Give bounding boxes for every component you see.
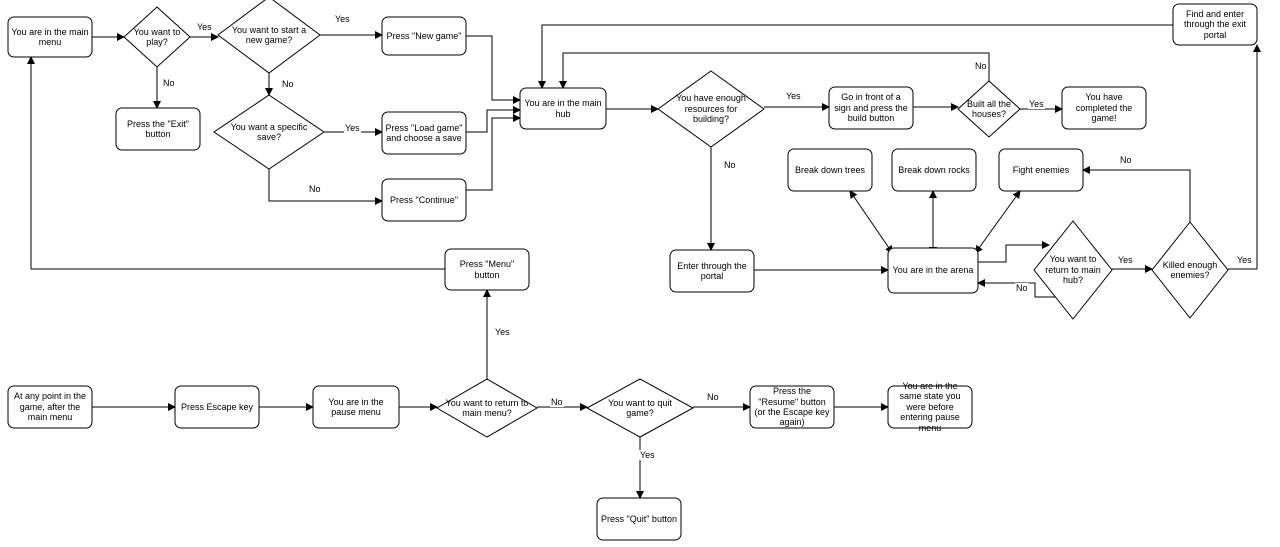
edge-label-menu-yes: Yes bbox=[494, 327, 511, 337]
edge-killed-yes-to-exit-portal bbox=[1228, 44, 1261, 270]
edge-label-res-no: No bbox=[723, 160, 737, 170]
edge-continue-to-hub bbox=[466, 114, 521, 191]
process-box-main-menu bbox=[7, 16, 93, 58]
process-box-press-resume bbox=[749, 385, 835, 429]
process-box-build-sign bbox=[828, 86, 914, 130]
node-label-any-point: At any point in the game, after the main… bbox=[13, 391, 87, 423]
process-box-press-continue bbox=[381, 178, 467, 222]
edge-arena-to-return-hub bbox=[978, 241, 1050, 263]
node-label-completed: You have completed the game! bbox=[1075, 92, 1133, 124]
node-label-press-new: Press "New game" bbox=[386, 30, 462, 41]
edge-label-menu-no: No bbox=[550, 397, 564, 407]
edge-label-save-yes: Yes bbox=[344, 123, 361, 133]
process-box-same-state bbox=[887, 385, 973, 429]
node-label-specific-save: You want a specific save? bbox=[230, 121, 308, 142]
node-label-arena: You are in the arena bbox=[892, 265, 974, 276]
edge-label-killed-yes: Yes bbox=[1236, 255, 1253, 265]
decision-diamond-specific-save bbox=[213, 94, 325, 170]
node-label-enough-resources: You have enough resources for building? bbox=[676, 93, 746, 125]
edge-label-quit-yes: Yes bbox=[639, 450, 656, 460]
node-label-press-resume: Press the "Resume" button (or the Escape… bbox=[754, 386, 830, 428]
edge-label-new-no: No bbox=[281, 79, 295, 89]
node-label-return-menu: You want to return to main menu? bbox=[445, 397, 529, 418]
process-box-exit-portal bbox=[1172, 3, 1258, 46]
decision-diamond-enough-resources bbox=[657, 70, 765, 148]
edge-arena-trees bbox=[849, 190, 893, 254]
decision-diamond-return-menu bbox=[436, 378, 538, 438]
edge-specific-save-no-to-continue bbox=[268, 169, 383, 205]
node-label-press-continue: Press "Continue" bbox=[390, 194, 458, 205]
node-label-enter-portal: Enter through the portal bbox=[677, 260, 747, 281]
edge-killed-no-to-fight bbox=[1082, 166, 1191, 222]
node-label-break-rocks: Break down rocks bbox=[898, 164, 970, 175]
node-label-want-play: You want to play? bbox=[133, 26, 181, 47]
node-label-killed-enough: Killed enough enemies? bbox=[1162, 259, 1218, 280]
process-box-break-trees bbox=[787, 148, 873, 192]
process-box-pause-menu bbox=[312, 385, 400, 429]
edge-label-play-no: No bbox=[162, 78, 176, 88]
edge-return-hub-no-to-arena bbox=[977, 279, 1063, 298]
decision-diamond-quit-game bbox=[585, 378, 695, 438]
edge-label-return-no: No bbox=[1015, 283, 1029, 293]
process-box-press-load bbox=[381, 111, 467, 155]
edge-label-killed-no: No bbox=[1119, 155, 1133, 165]
process-box-press-quit bbox=[596, 497, 682, 541]
edge-label-built-yes: Yes bbox=[1028, 99, 1045, 109]
edge-label-return-yes: Yes bbox=[1117, 255, 1134, 265]
process-box-enter-portal bbox=[669, 249, 755, 293]
edge-label-built-no: No bbox=[974, 61, 988, 71]
node-label-quit-game: You want to quit game? bbox=[608, 397, 672, 418]
node-label-same-state: You are in the same state you were befor… bbox=[899, 381, 961, 433]
edge-label-quit-no: No bbox=[706, 392, 720, 402]
decision-diamond-killed-enough bbox=[1151, 221, 1229, 319]
process-box-arena bbox=[887, 247, 979, 294]
node-label-start-new: You want to start a new game? bbox=[231, 24, 307, 45]
node-label-press-escape: Press Escape key bbox=[180, 401, 254, 412]
decision-diamond-want-play bbox=[123, 6, 191, 68]
node-label-fight-enemies: Fight enemies bbox=[1012, 164, 1070, 175]
edge-press-new-to-hub bbox=[466, 35, 521, 104]
edge-label-new-yes: Yes bbox=[334, 14, 351, 24]
process-box-fight-enemies bbox=[998, 148, 1084, 192]
process-box-press-exit bbox=[115, 107, 201, 151]
connectors bbox=[27, 24, 1261, 499]
process-box-main-hub bbox=[519, 87, 607, 130]
process-box-press-new bbox=[381, 16, 467, 56]
process-box-any-point bbox=[7, 385, 93, 429]
edge-arena-fight bbox=[974, 190, 1021, 254]
process-box-press-escape bbox=[174, 385, 260, 429]
process-box-completed bbox=[1061, 86, 1147, 130]
node-label-break-trees: Break down trees bbox=[794, 164, 866, 175]
process-box-press-menu bbox=[444, 248, 530, 291]
node-label-built-all: Built all the houses? bbox=[966, 98, 1011, 119]
decision-diamond-built-all bbox=[957, 80, 1021, 138]
decision-diamond-return-hub bbox=[1033, 220, 1113, 320]
edge-label-res-yes: Yes bbox=[785, 91, 802, 101]
process-box-break-rocks bbox=[891, 148, 977, 192]
decision-diamond-start-new bbox=[217, 0, 321, 74]
edge-load-to-hub bbox=[466, 106, 521, 133]
node-label-press-exit: Press the "Exit" button bbox=[127, 118, 189, 139]
shapes bbox=[7, 0, 1258, 541]
edge-built-all-no-to-hub bbox=[559, 52, 990, 89]
node-label-main-hub: You are in the main hub bbox=[524, 98, 602, 119]
node-label-exit-portal: Find and enter through the exit portal bbox=[1183, 8, 1247, 40]
node-label-build-sign: Go in front of a sign and press the buil… bbox=[834, 92, 908, 124]
node-label-press-menu: Press "Menu" button bbox=[459, 259, 515, 280]
node-label-press-quit: Press "Quit" button bbox=[601, 513, 677, 524]
node-label-main-menu: You are in the main menu bbox=[11, 26, 89, 47]
edge-exit-portal-to-hub bbox=[538, 24, 1173, 89]
edge-label-play-yes: Yes bbox=[196, 22, 213, 32]
node-label-return-hub: You want to return to main hub? bbox=[1045, 254, 1101, 286]
edge-label-save-no: No bbox=[308, 184, 322, 194]
edge-press-menu-to-main-menu bbox=[27, 56, 445, 270]
node-label-pause-menu: You are in the pause menu bbox=[328, 396, 384, 417]
node-label-press-load: Press "Load game" and choose a save bbox=[385, 122, 463, 143]
